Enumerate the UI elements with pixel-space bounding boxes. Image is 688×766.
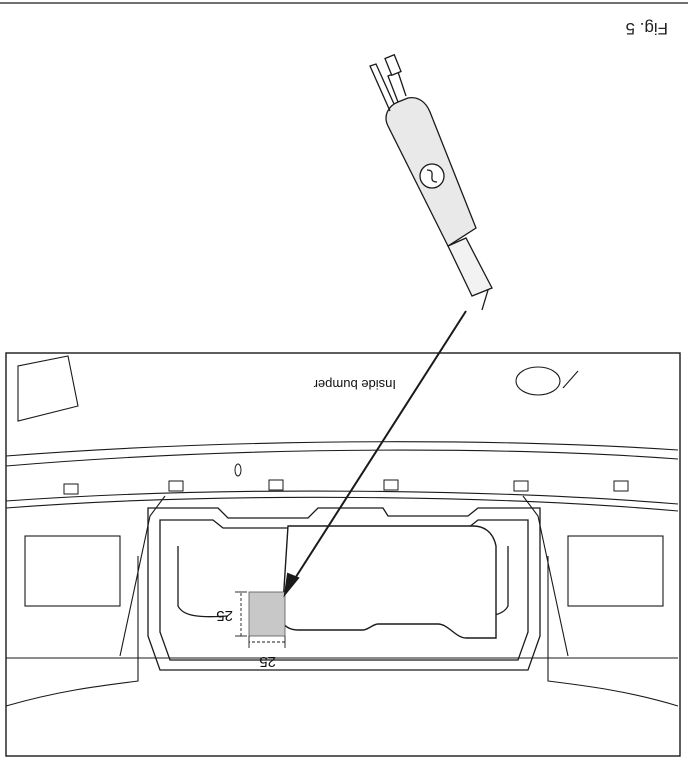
bumper-outline: [5, 441, 679, 707]
clip-row: [63, 463, 629, 495]
cutout-panel: [281, 525, 497, 639]
inset-details: [17, 355, 579, 422]
callout-inside-bumper: Inside bumper: [313, 377, 396, 392]
cut-area: [248, 591, 286, 637]
bumper-opening: [147, 507, 541, 671]
dimension-lines: [235, 591, 286, 648]
figure-label: Fig. 5: [625, 19, 668, 38]
air-saw-icon: [369, 53, 493, 311]
inset-frame: [5, 352, 681, 757]
side-brackets: [24, 495, 664, 657]
dimension-vertical: 25: [216, 607, 233, 624]
arrow: [283, 310, 467, 598]
dimension-horizontal: 25: [259, 653, 276, 670]
